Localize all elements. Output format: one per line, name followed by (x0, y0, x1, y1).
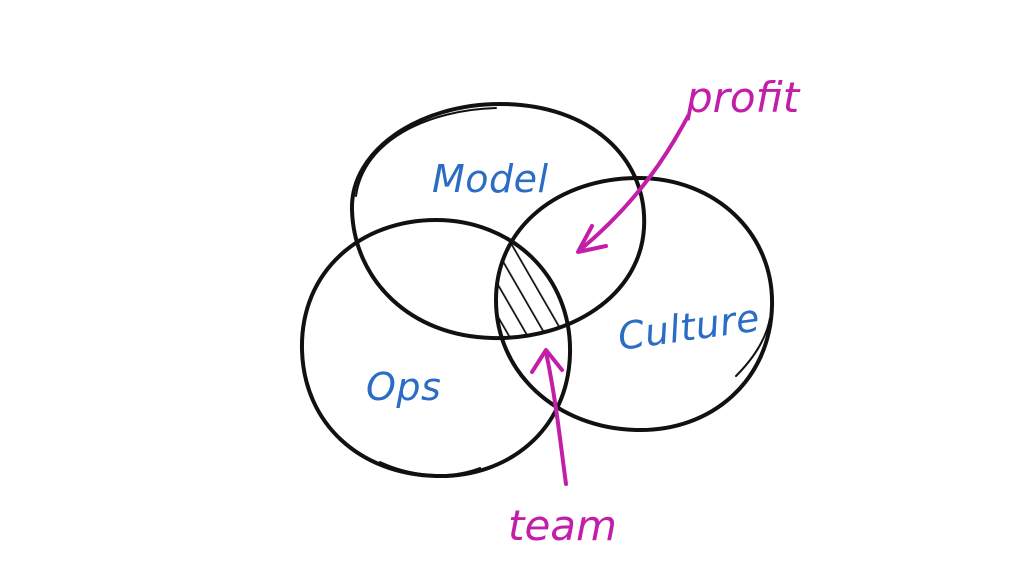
culture-label: Culture (615, 295, 762, 358)
model-label: Model (432, 157, 549, 201)
model-circle-overstroke (355, 107, 497, 197)
ops-label: Ops (366, 365, 441, 409)
profit-label: profit (685, 73, 801, 122)
team-arrowhead (530, 348, 564, 374)
culture-circle-overstroke (735, 317, 771, 377)
team-arrow (544, 350, 568, 486)
profit-arrow (578, 114, 690, 252)
model-circle (349, 101, 647, 341)
team-annotation: team (508, 348, 617, 550)
profit-annotation: profit (576, 73, 801, 254)
profit-arrowhead (576, 224, 608, 254)
team-label: team (508, 501, 617, 550)
ops-circle (299, 217, 573, 479)
culture-circle (493, 175, 775, 433)
ops-circle-overstroke (379, 461, 481, 477)
